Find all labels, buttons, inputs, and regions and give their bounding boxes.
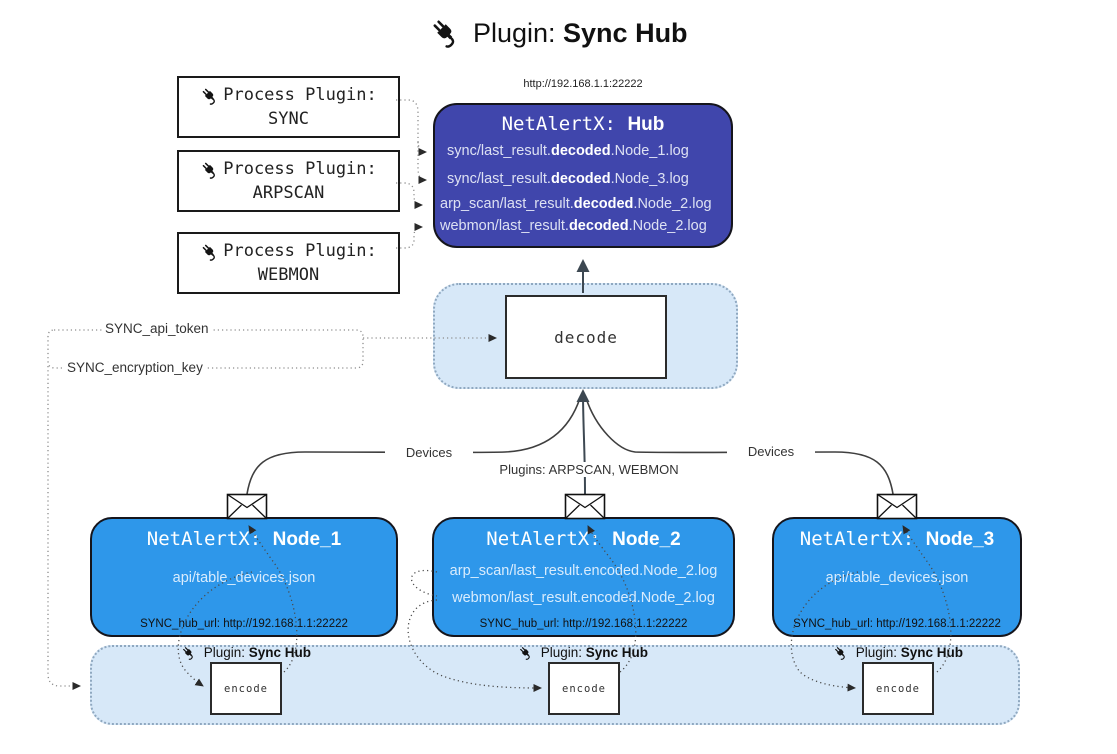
node-1-title: NetAlertX: Node_1	[146, 528, 342, 550]
process-plugin-label: Process Plugin:	[223, 85, 377, 105]
hub-title: NetAlertX: Hub	[433, 113, 733, 136]
encoder-1-label: Plugin: Sync Hub	[166, 645, 326, 663]
process-plugin-label: Process Plugin:	[223, 241, 377, 261]
title-prefix: Plugin:	[472, 18, 556, 48]
plug-icon	[429, 16, 461, 48]
title-name: Sync Hub	[563, 18, 688, 48]
node-1-file: api/table_devices.json	[172, 570, 316, 586]
hub-url: http://192.168.1.1:22222	[523, 78, 643, 90]
plug-icon	[181, 645, 196, 660]
envelope-icon	[564, 493, 606, 520]
plug-icon	[833, 645, 848, 660]
edge-node2-to-decode	[576, 389, 590, 495]
hub-log-line: arp_scan/last_result.decoded.Node_2.log	[440, 196, 712, 212]
plugins-center-label: Plugins: ARPSCAN, WEBMON	[495, 462, 683, 477]
node-2-file: webmon/last_result.encoded.Node_2.log	[452, 590, 715, 606]
encoder-3-label: Plugin: Sync Hub	[818, 645, 978, 663]
node-2-file: arp_scan/last_result.encoded.Node_2.log	[449, 563, 718, 579]
process-plugin-name: WEBMON	[257, 265, 320, 285]
edge-sync-to-hub-1	[396, 99, 427, 156]
sync-api-token-label: SYNC_api_token	[102, 321, 212, 336]
hub-log-line: sync/last_result.decoded.Node_3.log	[447, 171, 689, 187]
node-2-hub-url: SYNC_hub_url: http://192.168.1.1:22222	[479, 618, 688, 630]
envelope-icon	[876, 493, 918, 520]
node-3-hub-url: SYNC_hub_url: http://192.168.1.1:22222	[793, 618, 1001, 630]
encode-box-1: encode	[210, 662, 282, 715]
plug-icon	[518, 645, 533, 660]
plug-icon	[200, 242, 219, 261]
encoder-2-label: Plugin: Sync Hub	[503, 645, 663, 663]
process-plugin-name: ARPSCAN	[252, 183, 325, 203]
edge-settings-to-band	[47, 366, 81, 690]
process-plugin-label: Process Plugin:	[223, 159, 377, 179]
encode-box-2: encode	[548, 662, 620, 715]
node-1-hub-url: SYNC_hub_url: http://192.168.1.1:22222	[140, 618, 348, 630]
plug-icon	[200, 160, 219, 179]
process-plugin-arpscan: Process Plugin: ARPSCAN	[177, 150, 400, 212]
sync-encryption-key-label: SYNC_encryption_key	[64, 360, 206, 375]
hub-title-name: Hub	[627, 114, 665, 135]
hub-log-line: sync/last_result.decoded.Node_1.log	[447, 143, 689, 159]
plug-icon	[200, 86, 219, 105]
decode-box: decode	[505, 295, 667, 379]
hub-log-line: webmon/last_result.decoded.Node_2.log	[440, 218, 707, 234]
node-3-file: api/table_devices.json	[825, 570, 969, 586]
hub-title-prefix: NetAlertX:	[501, 113, 616, 135]
process-plugin-sync: Process Plugin: SYNC	[177, 76, 400, 138]
envelope-icon	[226, 493, 268, 520]
node-2-title: NetAlertX: Node_2	[486, 528, 681, 550]
decode-label: decode	[554, 327, 618, 347]
process-plugin-name: SYNC	[268, 109, 309, 129]
devices-right-label: Devices	[727, 444, 815, 459]
node-3-title: NetAlertX: Node_3	[799, 528, 995, 550]
process-plugin-webmon: Process Plugin: WEBMON	[177, 232, 400, 294]
edge-sync-to-hub-2	[417, 142, 427, 184]
devices-left-label: Devices	[385, 445, 473, 460]
page-title: Plugin: Sync Hub	[0, 16, 1117, 49]
encode-box-3: encode	[862, 662, 934, 715]
hub-box	[433, 103, 733, 248]
